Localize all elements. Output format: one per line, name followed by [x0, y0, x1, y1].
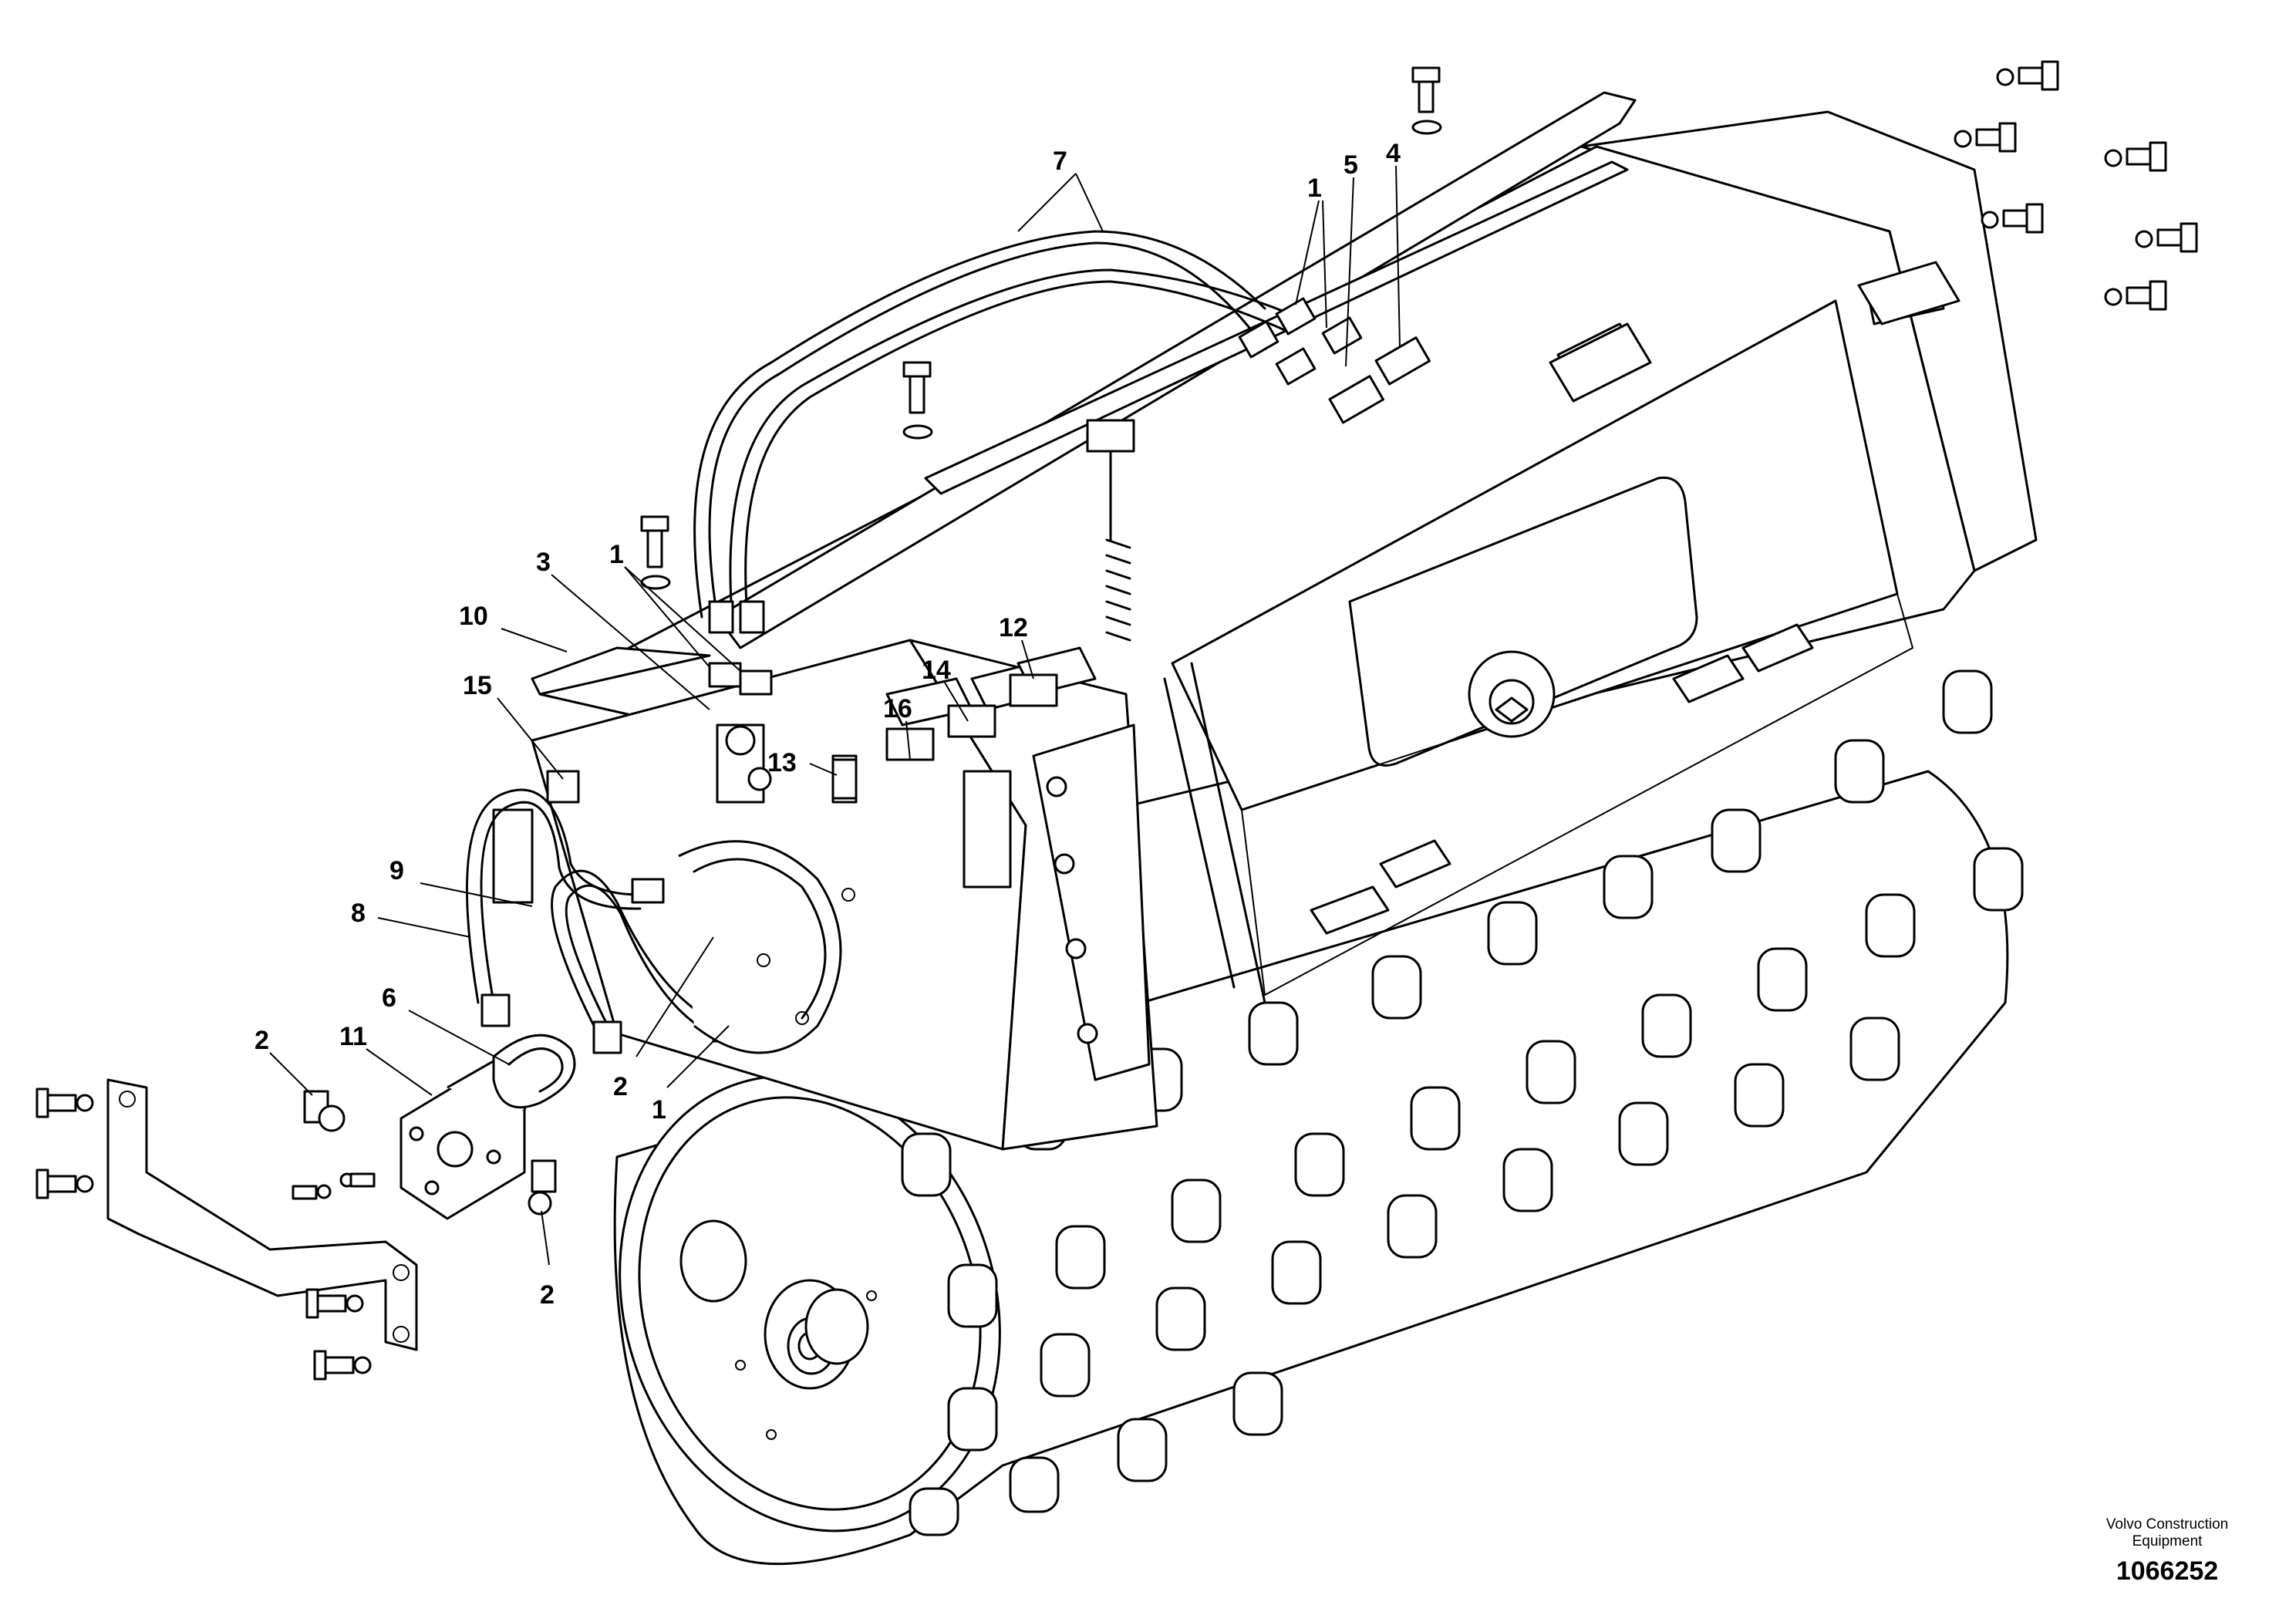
- callout-12-text: 12: [999, 613, 1028, 642]
- callout-8-text: 8: [351, 899, 366, 928]
- callout-2-mid: 2: [613, 936, 714, 1101]
- hose-8: [466, 788, 642, 1004]
- callout-15: 15: [463, 671, 564, 780]
- callout-8: 8: [351, 899, 471, 938]
- callout-10-text: 10: [459, 602, 488, 631]
- callout-6: 6: [382, 983, 510, 1065]
- step-plates: [1549, 261, 1961, 403]
- callout-1-left-text: 1: [609, 540, 624, 569]
- cable-coil: [1086, 419, 1135, 642]
- callout-15-text: 15: [463, 671, 492, 700]
- scraper-blade: [531, 646, 711, 696]
- callout-7-text: 7: [1053, 147, 1067, 176]
- callout-6-text: 6: [382, 983, 396, 1013]
- callout-labels: 7 1 5 4 3 1 10 12: [255, 139, 1401, 1310]
- callout-10: 10: [459, 602, 568, 653]
- decals: [546, 673, 1058, 804]
- drum-end-plate: [619, 1074, 1001, 1533]
- hose-assembly-7: [693, 230, 1297, 626]
- callout-9-text: 9: [389, 856, 404, 885]
- publisher-name: Volvo Construction: [2106, 1516, 2229, 1533]
- callout-12: 12: [999, 613, 1034, 679]
- padfoot-drum: [613, 669, 2024, 1566]
- publisher-name-line2: Equipment: [2132, 1533, 2203, 1549]
- illustration-number: 1066252: [2116, 1556, 2219, 1586]
- callout-3-text: 3: [536, 548, 551, 577]
- callout-9: 9: [389, 856, 533, 907]
- top-strip: [716, 91, 1637, 649]
- callout-7: 7: [1017, 147, 1104, 232]
- seal-6: [492, 1034, 576, 1109]
- callout-5-text: 5: [1344, 150, 1358, 180]
- callout-14: 14: [922, 656, 969, 722]
- callout-16: 16: [883, 694, 912, 760]
- callout-1-bottom-text: 1: [652, 1095, 666, 1125]
- callout-1-left: 1: [609, 540, 741, 672]
- motor-mount-ring: [678, 840, 855, 1054]
- callout-1-top-text: 1: [1307, 174, 1322, 203]
- callout-2-bottom-text: 2: [540, 1280, 555, 1310]
- callout-11-text: 11: [339, 1022, 367, 1051]
- mounting-bracket: [106, 1078, 418, 1351]
- callout-14-text: 14: [922, 656, 951, 685]
- callout-2-left: 2: [255, 1026, 313, 1096]
- drum-counterweight: [1468, 650, 1556, 738]
- callout-1-top: 1: [1295, 174, 1327, 329]
- callout-2-left-text: 2: [255, 1026, 269, 1055]
- callout-2-mid-text: 2: [613, 1072, 628, 1101]
- fittings: [480, 297, 1431, 1054]
- callout-5: 5: [1344, 150, 1358, 367]
- callout-2-bottom: 2: [540, 1210, 555, 1310]
- callout-11: 11: [339, 1022, 433, 1096]
- callout-3: 3: [536, 548, 710, 710]
- callout-13-text: 13: [767, 748, 797, 777]
- hose-9: [551, 869, 727, 1041]
- callout-4: 4: [1386, 139, 1401, 348]
- callout-13: 13: [767, 748, 838, 777]
- callout-16-text: 16: [883, 694, 912, 723]
- callout-1-bottom: 1: [652, 1025, 730, 1125]
- callout-4-text: 4: [1386, 139, 1401, 168]
